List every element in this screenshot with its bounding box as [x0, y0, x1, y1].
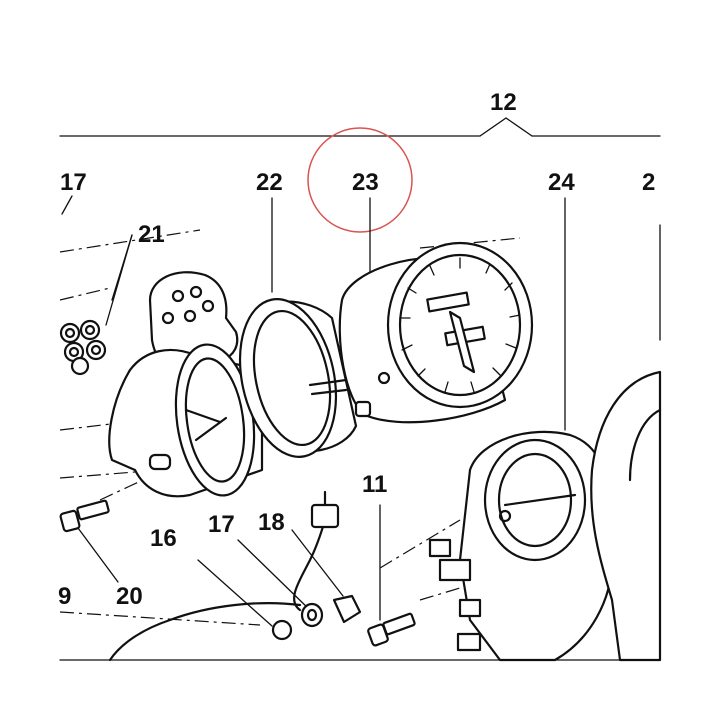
callout-19: 9 — [58, 583, 71, 610]
callout-2: 2 — [642, 169, 655, 196]
screw-part-11 — [367, 612, 416, 647]
callout-16: 16 — [150, 525, 177, 552]
callout-17-top: 17 — [60, 169, 87, 196]
highlight-circle — [307, 127, 413, 233]
callout-12: 12 — [490, 89, 517, 116]
housing-part-right — [590, 370, 662, 662]
assembly-bracket-12 — [59, 117, 661, 137]
gauge-ticks — [399, 257, 521, 393]
callout-24: 24 — [548, 169, 575, 196]
fittings-parts-16-18 — [108, 490, 362, 662]
callout-18: 18 — [258, 509, 285, 536]
callout-22: 22 — [256, 169, 283, 196]
callout-11: 11 — [362, 471, 387, 498]
gauge-part-23 — [308, 241, 534, 424]
callout-23: 23 — [352, 169, 379, 196]
callout-17-bottom: 17 — [208, 511, 235, 538]
bracket-part-21 — [108, 271, 264, 498]
callout-20: 20 — [116, 583, 143, 610]
callout-21: 21 — [138, 221, 165, 248]
clip-cluster-part-17 — [59, 319, 107, 376]
leader-lines — [61, 195, 661, 627]
ring-part-22 — [238, 298, 358, 458]
bolt-part-20 — [59, 499, 110, 533]
housing-part-24 — [428, 430, 614, 662]
